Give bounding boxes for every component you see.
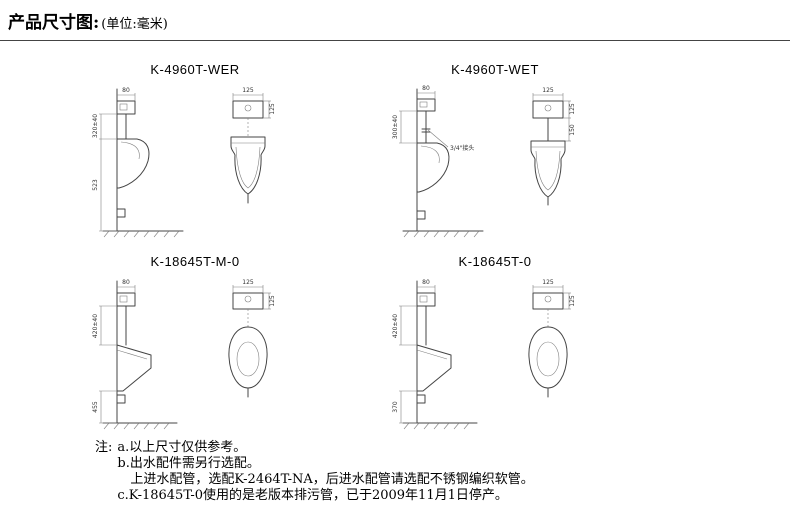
side-view: 80 420±40 455	[92, 279, 178, 430]
floor-hatch	[103, 230, 180, 238]
drawing-k18645t-m0: 80 420±40 455 125 125	[92, 279, 276, 430]
dim-floor-height: 455	[92, 401, 99, 413]
dim-valve-face: 125	[569, 295, 576, 307]
floor-hatch	[403, 230, 480, 238]
diagram-panel-k18645t-0: K-18645T-0 80 420±40	[345, 254, 645, 433]
dim-valve-height: 420±40	[92, 314, 99, 338]
dim-floor-height: 523	[92, 179, 99, 191]
model-label: K-18645T-M-0	[150, 254, 240, 269]
note-b-detail: 上进水配管，选配K-2464T-NA，后进水配管请选配不锈钢编织软管。	[130, 472, 534, 487]
floor-hatch	[403, 422, 470, 430]
side-view: 3/4"接头 80 300±40	[392, 85, 484, 238]
drawing-k4960t-wer: 80 320±40 523 125 125	[92, 87, 276, 238]
note-a: a.以上尺寸仅供参考。	[117, 440, 247, 455]
drawing-k4960t-wet: 3/4"接头 80 300±40 125 125 150	[392, 85, 576, 238]
page-header: 产品尺寸图:(单位:毫米)	[8, 8, 168, 33]
front-view: 125 125	[230, 87, 276, 204]
page-title: 产品尺寸图:	[8, 13, 100, 33]
dim-valve-height: 420±40	[392, 314, 399, 338]
drawing-k18645t-0: 80 420±40 370 125 125	[392, 279, 576, 430]
model-label: K-4960T-WET	[451, 62, 539, 77]
diagram-panel-k18645t-m0: K-18645T-M-0 80 420±40	[45, 254, 345, 433]
divider	[0, 40, 790, 41]
notes: 注: a.以上尺寸仅供参考。 b.出水配件需另行选配。 上进水配管，选配K-24…	[95, 440, 534, 504]
dim-valve-face: 125	[269, 103, 276, 115]
dim-valve-width: 125	[242, 87, 254, 94]
joint-label: 3/4"接头	[450, 144, 474, 152]
dim-wall-offset: 80	[422, 279, 430, 286]
notes-label: 注:	[95, 440, 113, 455]
dim-wall-offset: 80	[122, 279, 130, 286]
dim-valve-width: 125	[542, 87, 554, 94]
front-view: 125 125	[528, 279, 576, 398]
model-label: K-18645T-0	[458, 254, 532, 269]
dim-floor-height: 370	[392, 401, 399, 413]
diagram-panel-k4960t-wer: K-4960T-WER 80 320±40	[45, 62, 345, 241]
dim-valve-width: 125	[242, 279, 254, 286]
unit-label: (单位:毫米)	[101, 17, 168, 32]
dim-valve-face: 125	[569, 103, 576, 115]
diagram-panel-k4960t-wet: K-4960T-WET 3/4"接头 80	[345, 62, 645, 241]
side-view: 80 320±40 523	[92, 87, 184, 238]
dim-wall-offset: 80	[122, 87, 130, 94]
front-view: 125 125 150	[530, 87, 576, 206]
note-c: c.K-18645T-0使用的是老版本排污管，已于2009年11月1日停产。	[117, 488, 508, 503]
dim-pipe-length: 150	[569, 124, 576, 136]
dim-valve-height: 300±40	[392, 115, 399, 139]
note-b: b.出水配件需另行选配。	[117, 456, 260, 471]
front-view: 125 125	[228, 279, 276, 398]
dim-wall-offset: 80	[422, 85, 430, 92]
dim-valve-width: 125	[542, 279, 554, 286]
side-view: 80 420±40 370	[392, 279, 478, 430]
dim-valve-face: 125	[269, 295, 276, 307]
model-label: K-4960T-WER	[150, 62, 240, 77]
dim-valve-height: 320±40	[92, 114, 99, 138]
floor-hatch	[103, 422, 170, 430]
